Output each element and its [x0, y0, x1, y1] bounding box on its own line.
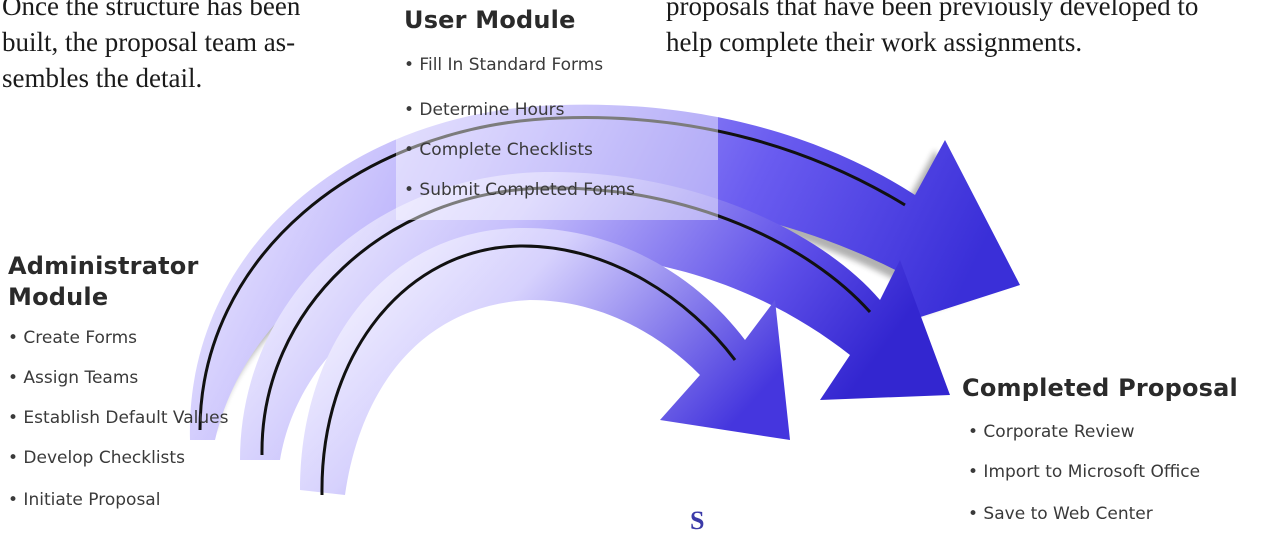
arrow-medium: [240, 171, 950, 460]
user-module-item: • Determine Hours: [404, 100, 565, 120]
completed-proposal-item: • Import to Microsoft Office: [968, 462, 1201, 482]
completed-proposal-item: • Save to Web Center: [968, 504, 1153, 524]
intro-line: help complete their work assignments.: [666, 27, 1083, 57]
admin-module-title: Module: [8, 283, 109, 311]
admin-module-item: • Assign Teams: [8, 368, 139, 388]
intro-line: proposals that have been previously deve…: [666, 0, 1199, 21]
intro-text-right: proposals that have been previously deve…: [666, 0, 1277, 60]
admin-module-item: • Establish Default Values: [8, 408, 229, 428]
intro-text-left: Once the structure has been built, the p…: [2, 0, 362, 96]
admin-module-item: • Create Forms: [8, 328, 138, 348]
user-module-title: User Module: [404, 6, 576, 34]
user-module-item: • Fill In Standard Forms: [404, 55, 604, 75]
intro-line: sembles the detail.: [2, 63, 203, 93]
admin-module-title: Administrator: [8, 252, 199, 280]
user-module-item: • Submit Completed Forms: [404, 180, 635, 200]
admin-module-item: • Develop Checklists: [8, 448, 185, 468]
section-heading-cutoff: S: [690, 506, 705, 535]
completed-proposal-item: • Corporate Review: [968, 422, 1135, 442]
intro-line: Once the structure has been: [2, 0, 301, 21]
arrow-large: [189, 104, 1021, 441]
arrow-small: [300, 227, 790, 496]
admin-module-item: • Initiate Proposal: [8, 490, 161, 510]
intro-line: built, the proposal team as-: [2, 27, 296, 57]
user-module-item: • Complete Checklists: [404, 140, 593, 160]
user-module-panel: [396, 60, 718, 220]
completed-proposal-title: Completed Proposal: [962, 374, 1238, 402]
